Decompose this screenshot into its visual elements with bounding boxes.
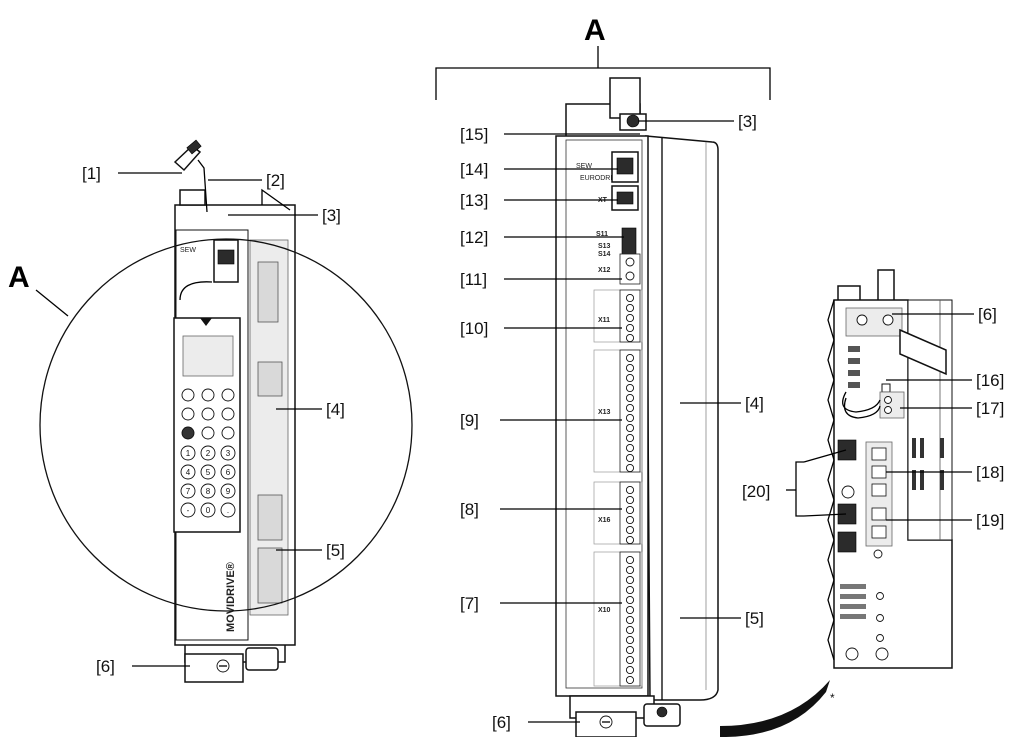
- x10-label: X10: [598, 607, 611, 614]
- callout-13: [13]: [460, 191, 488, 210]
- bracket-a: [435, 67, 771, 100]
- x16-label: X16: [598, 517, 611, 524]
- callout-9: [9]: [460, 411, 479, 430]
- callout-6-left: [6]: [96, 657, 115, 676]
- key-2: 2: [206, 449, 211, 458]
- middle-eurodrive: EURODRIVE: [580, 175, 622, 182]
- callout-5-left: [5]: [326, 541, 345, 560]
- plug-icon: [173, 139, 208, 213]
- callout-6-right: [6]: [978, 305, 997, 324]
- callout-16: [16]: [976, 371, 1004, 390]
- keypad-number-keys: [180, 445, 236, 518]
- x13-label: X13: [598, 409, 611, 416]
- callout-19: [19]: [976, 511, 1004, 530]
- callout-3-left: [3]: [322, 206, 341, 225]
- middle-sew-logo: SEW: [576, 163, 592, 170]
- s14-label: S14: [598, 251, 611, 258]
- callout-2: [2]: [266, 171, 285, 190]
- keypad: 1 2 3 4 5 6 7 8 9 - 0 .: [173, 317, 241, 533]
- key-1: 1: [186, 449, 191, 458]
- key-dot: .: [227, 506, 229, 515]
- callout-10: [10]: [460, 319, 488, 338]
- callout-20: [20]: [742, 482, 770, 501]
- left-device: SEW 1 2 3 4: [39, 139, 413, 683]
- key-7: 7: [186, 487, 191, 496]
- movidrive-brand: MOVIDRIVE®: [225, 562, 237, 632]
- middle-device: A SEW EURODRIVE XT S11 S13 S14 X12: [435, 14, 835, 737]
- keypad-display: [182, 335, 234, 377]
- middle-callouts: [15] [14] [13] [12] [11] [10] [9] [8] [7…: [460, 112, 764, 732]
- callout-1: [1]: [82, 164, 101, 183]
- callout-15: [15]: [460, 125, 488, 144]
- key-4: 4: [186, 468, 191, 477]
- key-6: 6: [226, 468, 231, 477]
- callout-7: [7]: [460, 594, 479, 613]
- key-0: 0: [206, 506, 211, 515]
- callout-3-middle: [3]: [738, 112, 757, 131]
- callout-17: [17]: [976, 399, 1004, 418]
- callout-6-middle: [6]: [492, 713, 511, 732]
- callout-11: [11]: [460, 270, 487, 289]
- x12-label: X12: [598, 267, 611, 274]
- key-minus: -: [187, 506, 190, 515]
- right-device: [827, 269, 953, 669]
- middle-bottom-clamp: [569, 695, 681, 737]
- s11-label: S11: [596, 231, 608, 238]
- key-5: 5: [206, 468, 211, 477]
- x11-label: X11: [598, 317, 610, 324]
- callout-8: [8]: [460, 500, 479, 519]
- callout-5-middle: [5]: [745, 609, 764, 628]
- left-callouts: A [1] [2] [3] [4] [5] [6]: [8, 164, 345, 676]
- key-8: 8: [206, 487, 211, 496]
- callout-14: [14]: [460, 160, 488, 179]
- side-cover: [645, 135, 719, 701]
- right-callouts: [6] [16] [17] [18] [19] [20]: [742, 305, 1004, 530]
- callout-4-middle: [4]: [745, 394, 764, 413]
- detail-circle: [39, 238, 413, 612]
- asterisk-mark: *: [830, 691, 835, 705]
- rotation-arrow: [720, 680, 830, 737]
- label-a-top: A: [584, 14, 606, 47]
- left-sew-logo: SEW: [180, 247, 196, 254]
- callout-12: [12]: [460, 228, 488, 247]
- callout-4-left: [4]: [326, 400, 345, 419]
- key-3: 3: [226, 449, 231, 458]
- s13-label: S13: [598, 243, 611, 250]
- left-bottom-clamp: [184, 639, 286, 683]
- callout-18: [18]: [976, 463, 1004, 482]
- label-a-left: A: [8, 261, 30, 294]
- key-9: 9: [226, 487, 231, 496]
